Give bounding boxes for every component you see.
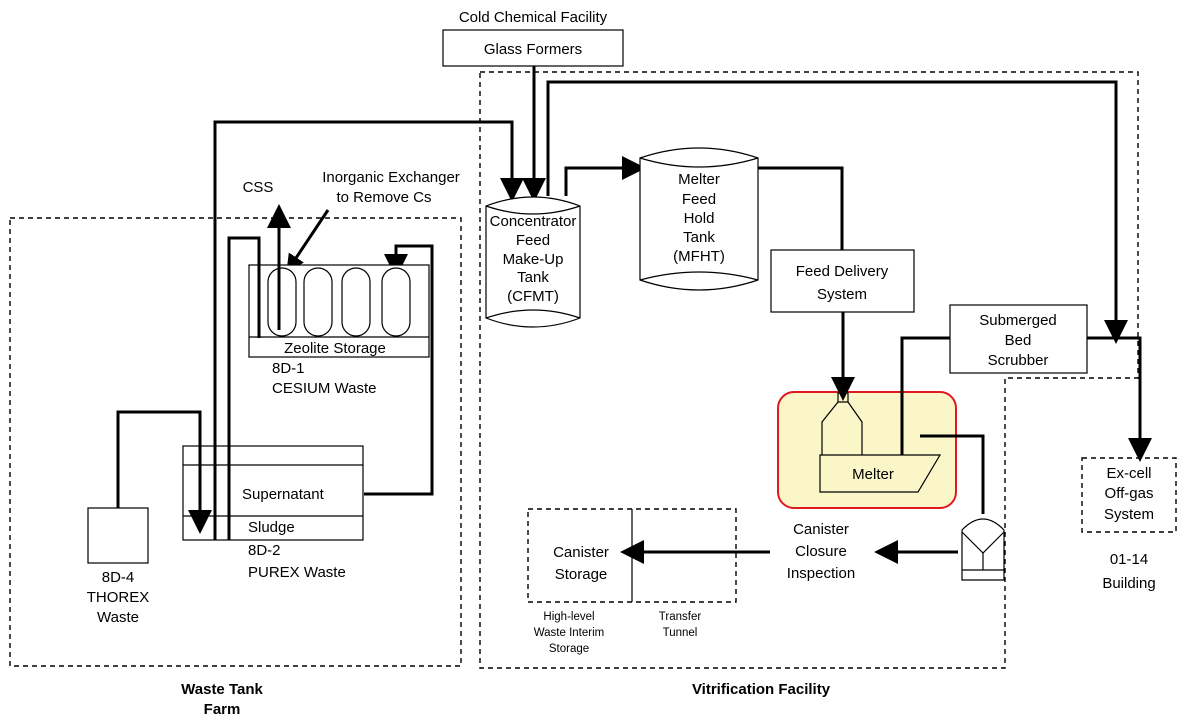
melter-vessel [819,392,942,493]
building-label-1: 01-14 [1110,551,1148,568]
transfer-tunnel-label-1: Transfer [659,611,702,623]
mfht-label-3: Hold [684,210,715,227]
flow-cfmt-offgas [546,80,1128,344]
supernatant-label: Supernatant [242,486,325,503]
transfer-tunnel-label-2: Tunnel [663,627,698,639]
zeolite-column-2 [303,267,333,337]
tank-8d2 [182,445,364,541]
canister-vessel [961,518,1005,581]
offgas-label-3: System [1104,506,1154,523]
cfmt-label-4: Tank [517,269,549,286]
zeolite-storage-label: Zeolite Storage [284,340,386,357]
zeolite-column-3 [341,267,371,337]
vitrification-facility-label: Vitrification Facility [692,681,831,698]
flow-melter-to-canister [920,434,985,514]
flow-supernatant-to-exchanger [364,244,434,496]
tank-8d2-id: 8D-2 [248,542,281,559]
tank-8d4 [87,507,149,564]
glass-formers-label: Glass Formers [484,41,582,58]
inorganic-exchanger-label-2: to Remove Cs [336,189,431,206]
offgas-label-1: Ex-cell [1106,465,1151,482]
exchanger-label-pointer [286,209,330,273]
sludge-label: Sludge [248,519,295,536]
scrubber-label-3: Scrubber [988,352,1049,369]
scrubber-box [949,304,1088,374]
cfmt-label-1: Concentrator [490,213,577,230]
flow-scrubber-to-offgas [1087,336,1152,462]
canister-closure-label-3: Inspection [787,565,855,582]
zeolite-column-1 [267,267,297,337]
tank-8d4-id: 8D-4 [102,569,135,586]
cold-chemical-facility-label: Cold Chemical Facility [459,9,608,26]
canister-storage-label-2: Storage [555,566,608,583]
hlw-storage-label-1: High-level [543,611,594,623]
tank-8d1-name: CESIUM Waste [272,380,376,397]
tank-8d2-name: PUREX Waste [248,564,346,581]
tank-8d4-name-1: THOREX [87,589,150,606]
mfht-label-5: (MFHT) [673,248,725,265]
hlw-storage-label-3: Storage [549,643,589,655]
tank-8d4-name-2: Waste [97,609,139,626]
mfht-label-1: Melter [678,171,720,188]
css-label: CSS [243,179,274,196]
tank-8d1-id: 8D-1 [272,360,305,377]
feed-delivery-box [770,249,915,313]
vitrification-facility-boundary [479,71,1139,669]
melter-highlight [777,391,957,509]
flow-melter-to-scrubber [900,336,950,455]
canister-storage-label-1: Canister [553,544,609,561]
waste-tank-farm-label-2: Farm [204,701,241,718]
glass-formers-box [442,29,624,67]
cfmt-label-3: Make-Up [503,251,564,268]
cfmt-label-2: Feed [516,232,550,249]
offgas-label-2: Off-gas [1105,485,1154,502]
hlw-storage-label-2: Waste Interim [534,627,605,639]
scrubber-label-2: Bed [1005,332,1032,349]
flow-mfht-to-feed-delivery [758,166,844,250]
waste-tank-farm-label-1: Waste Tank [181,681,263,698]
feed-delivery-label-1: Feed Delivery [796,263,889,280]
canister-closure-label-2: Closure [795,543,847,560]
feed-delivery-label-2: System [817,286,867,303]
cfmt-label-5: (CFMT) [507,288,559,305]
melter-label: Melter [852,466,894,483]
building-label-2: Building [1102,575,1155,592]
waste-tank-farm-boundary [9,217,462,667]
mfht-label-2: Feed [682,191,716,208]
canister-closure-label-1: Canister [793,521,849,538]
flow-tank-farm-to-cfmt [213,120,524,525]
flow-cfmt-to-mfht [564,156,646,196]
inorganic-exchanger-label-1: Inorganic Exchanger [322,169,460,186]
scrubber-label-1: Submerged [979,312,1057,329]
mfht-label-4: Tank [683,229,715,246]
zeolite-column-4 [381,267,411,337]
